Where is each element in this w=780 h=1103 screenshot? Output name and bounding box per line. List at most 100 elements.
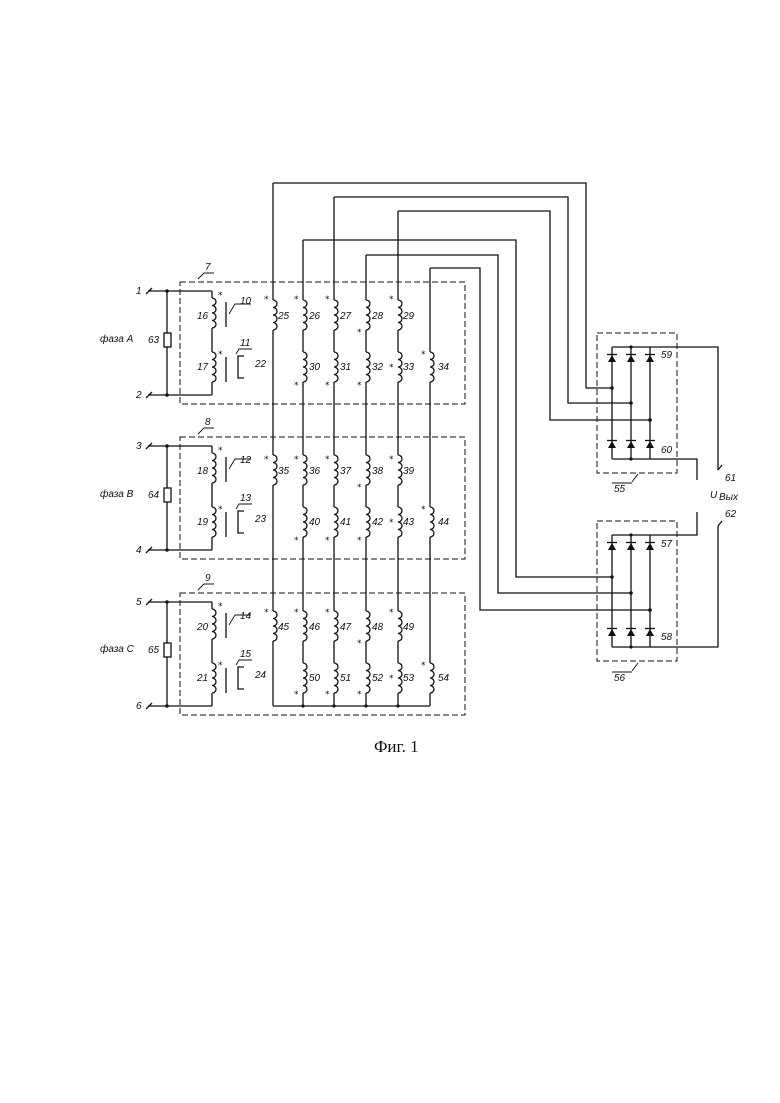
label-41: 41 (340, 517, 351, 528)
label-64: 64 (148, 490, 160, 501)
svg-text:*: * (357, 483, 362, 493)
label-19: 19 (197, 517, 209, 528)
label-5: 5 (136, 597, 142, 608)
svg-text:*: * (389, 518, 394, 528)
svg-text:*: * (389, 455, 394, 465)
svg-text:*: * (421, 350, 426, 360)
svg-text:*: * (294, 381, 299, 391)
label-36: 36 (309, 466, 321, 477)
label-22: 22 (254, 359, 267, 370)
label-44: 44 (438, 517, 450, 528)
label-23: 23 (254, 514, 267, 525)
label-18: 18 (197, 466, 209, 477)
label-62: 62 (725, 509, 737, 520)
svg-text:*: * (325, 536, 330, 546)
svg-text:*: * (294, 690, 299, 700)
label-6: 6 (136, 701, 142, 712)
block-8 (180, 437, 465, 559)
label-25: 25 (277, 311, 290, 322)
svg-text:*: * (264, 295, 269, 305)
rectifier-bridges (612, 347, 718, 647)
label-16: 16 (197, 311, 209, 322)
svg-text:*: * (357, 328, 362, 338)
output-voltage-label: U Вых (710, 490, 739, 503)
label-65: 65 (148, 645, 160, 656)
label-24: 24 (254, 670, 267, 681)
label-50: 50 (309, 673, 321, 684)
label-52: 52 (372, 673, 384, 684)
label-40: 40 (309, 517, 321, 528)
svg-text:*: * (421, 661, 426, 671)
svg-text:*: * (389, 608, 394, 618)
label-43: 43 (403, 517, 415, 528)
svg-text:*: * (218, 505, 223, 515)
block-9 (180, 593, 465, 715)
svg-text:*: * (325, 608, 330, 618)
label-31: 31 (340, 362, 351, 373)
label-8: 8 (205, 417, 211, 428)
svg-text:*: * (325, 455, 330, 465)
label-55: 55 (614, 484, 626, 495)
label-57: 57 (661, 539, 673, 550)
label-28: 28 (371, 311, 384, 322)
svg-text:*: * (294, 536, 299, 546)
svg-text:*: * (294, 608, 299, 618)
label-27: 27 (339, 311, 352, 322)
phase-a-label: фаза A (100, 333, 134, 345)
label-56: 56 (614, 673, 626, 684)
svg-text:*: * (325, 295, 330, 305)
label-37: 37 (340, 466, 352, 477)
phase-b-label: фаза B (100, 488, 134, 500)
svg-text:*: * (325, 381, 330, 391)
svg-text:*: * (389, 674, 394, 684)
svg-text:*: * (389, 295, 394, 305)
label-14: 14 (240, 611, 252, 622)
label-34: 34 (438, 362, 450, 373)
label-48: 48 (372, 622, 384, 633)
block-7 (180, 282, 465, 404)
label-2: 2 (135, 390, 142, 401)
svg-text:*: * (218, 661, 223, 671)
svg-text:*: * (294, 295, 299, 305)
figure-caption: Фиг. 1 (374, 737, 419, 756)
junction-dots (301, 345, 651, 707)
label-21: 21 (196, 673, 208, 684)
label-10: 10 (240, 296, 252, 307)
label-58: 58 (661, 632, 673, 643)
svg-text:*: * (218, 350, 223, 360)
label-53: 53 (403, 673, 415, 684)
label-15: 15 (240, 649, 252, 660)
phase-labels: фаза A фаза B фаза C (100, 333, 135, 655)
label-32: 32 (372, 362, 384, 373)
label-63: 63 (148, 335, 160, 346)
label-12: 12 (240, 455, 252, 466)
svg-text:*: * (218, 446, 223, 456)
svg-text:*: * (218, 291, 223, 301)
label-3: 3 (136, 441, 142, 452)
svg-text:*: * (357, 690, 362, 700)
interconnect-wires (273, 183, 650, 610)
label-17: 17 (197, 362, 209, 373)
phase-c-label: фаза C (100, 643, 135, 655)
svg-text:*: * (325, 690, 330, 700)
svg-text:*: * (421, 505, 426, 515)
label-1: 1 (136, 286, 142, 297)
label-20: 20 (196, 622, 209, 633)
label-26: 26 (308, 311, 321, 322)
label-7: 7 (205, 262, 211, 273)
label-51: 51 (340, 673, 351, 684)
svg-text:*: * (357, 536, 362, 546)
label-11: 11 (240, 338, 250, 349)
output-u-sub: Вых (719, 492, 739, 503)
label-13: 13 (240, 493, 252, 504)
label-45: 45 (278, 622, 290, 633)
label-4: 4 (136, 545, 142, 556)
label-29: 29 (402, 311, 415, 322)
label-46: 46 (309, 622, 321, 633)
label-49: 49 (403, 622, 415, 633)
label-38: 38 (372, 466, 384, 477)
svg-text:*: * (389, 363, 394, 373)
svg-text:*: * (294, 455, 299, 465)
component-labels: 1 2 3 4 5 6 7 8 9 10 11 12 13 14 15 16 1… (135, 262, 737, 712)
